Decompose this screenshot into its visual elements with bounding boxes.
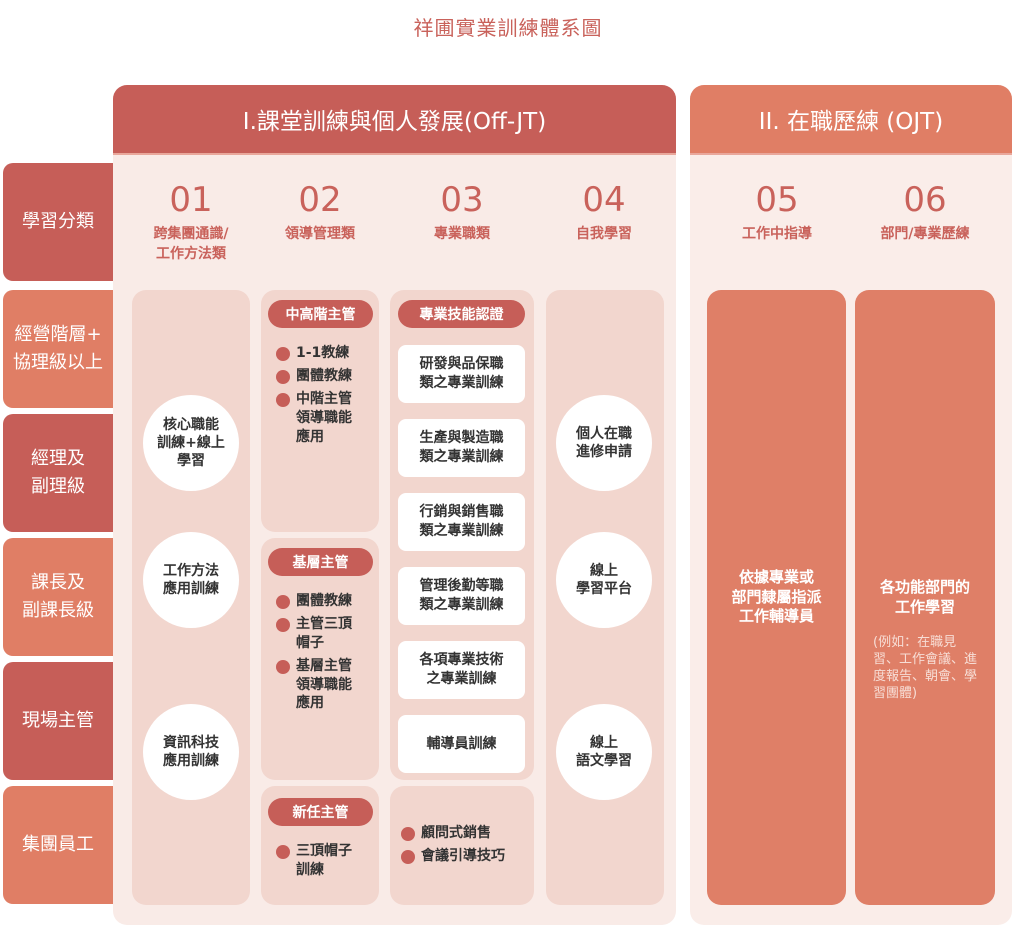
col2-list-item: 團體教練: [274, 367, 374, 386]
column-label: 跨集團通識/ 工作方法類: [153, 226, 229, 262]
col2-list-item: 主管三頂 帽子: [274, 615, 374, 653]
col2-pill: 新任主管: [268, 798, 373, 826]
col1-circle: 核心職能 訓練+線上 學習: [143, 395, 239, 491]
col4-circle: 線上 語文學習: [556, 704, 652, 800]
column-number: 03: [440, 180, 484, 220]
column-number: 06: [903, 180, 947, 220]
column-label: 部門/專業歷練: [880, 226, 970, 242]
col3-training-box: 研發與品保職 類之專業訓練: [398, 345, 525, 403]
offjt-header: I.課堂訓練與個人發展(Off-JT): [113, 85, 676, 155]
col3-training-box: 生產與製造職 類之專業訓練: [398, 419, 525, 477]
col2-list-item: 基層主管 領導職能 應用: [274, 657, 374, 714]
col4-circle: 個人在職 進修申請: [556, 395, 652, 491]
col2-list-item: 三頂帽子 訓練: [274, 842, 374, 880]
col5-text: 依據專業或 部門隸屬指派 工作輔導員: [731, 568, 822, 625]
col3-training-box: 各項專業技術 之專業訓練: [398, 641, 525, 699]
col2-list-item: 中階主管 領導職能 應用: [274, 390, 374, 447]
row-label: 學習分類: [3, 163, 113, 281]
col6-main: 各功能部門的 工作學習: [879, 578, 970, 616]
column-label: 領導管理類: [285, 226, 355, 242]
col3-training-box: 行銷與銷售職 類之專業訓練: [398, 493, 525, 551]
col3-training-box: 輔導員訓練: [398, 715, 525, 773]
column-header: 03 專業職類: [392, 183, 532, 245]
column-header: 04 自我學習: [534, 183, 674, 245]
col3-pill: 專業技能認證: [398, 300, 525, 328]
col2-list: 三頂帽子 訓練: [274, 842, 374, 884]
column-number: 05: [755, 180, 799, 220]
col2-junior-card: [261, 538, 379, 780]
col2-list: 1-1教練團體教練中階主管 領導職能 應用: [274, 344, 374, 450]
row-label: 課長及 副課長級: [3, 538, 113, 656]
col5-card: 依據專業或 部門隸屬指派 工作輔導員: [707, 290, 846, 905]
col3-list: 顧問式銷售會議引導技巧: [399, 824, 529, 870]
column-number: 02: [298, 180, 342, 220]
column-label: 工作中指導: [742, 226, 812, 242]
column-header: 02 領導管理類: [250, 183, 390, 245]
col3-general-card: [390, 786, 534, 905]
col6-card: 各功能部門的 工作學習 (例如：在職見習、工作會議、進度報告、朝會、學習團體): [855, 290, 995, 905]
col1-circle: 資訊科技 應用訓練: [143, 704, 239, 800]
column-header: 05 工作中指導: [707, 183, 847, 245]
col1-circle: 工作方法 應用訓練: [143, 532, 239, 628]
column-header: 01 跨集團通識/ 工作方法類: [121, 183, 261, 264]
diagram-title: 祥圃實業訓練體系圖: [413, 16, 603, 40]
col2-senior-card: [261, 290, 379, 532]
col2-list-item: 1-1教練: [274, 344, 374, 363]
col3-training-box: 管理後勤等職 類之專業訓練: [398, 567, 525, 625]
row-label: 經營階層+ 協理級以上: [3, 290, 113, 408]
column-header: 06 部門/專業歷練: [855, 183, 995, 245]
row-label: 經理及 副理級: [3, 414, 113, 532]
column-number: 01: [169, 180, 213, 220]
row-label: 集團員工: [3, 786, 113, 904]
col3-list-item: 顧問式銷售: [399, 824, 529, 843]
ojt-header: II. 在職歷練 (OJT): [690, 85, 1012, 155]
col2-list: 團體教練主管三頂 帽子基層主管 領導職能 應用: [274, 592, 374, 717]
column-label: 專業職類: [434, 226, 490, 242]
col3-list-item: 會議引導技巧: [399, 847, 529, 866]
row-label: 現場主管: [3, 662, 113, 780]
col2-pill: 基層主管: [268, 548, 373, 576]
col4-circle: 線上 學習平台: [556, 532, 652, 628]
column-number: 04: [582, 180, 626, 220]
col2-list-item: 團體教練: [274, 592, 374, 611]
column-label: 自我學習: [576, 226, 632, 242]
col6-sub: (例如：在職見習、工作會議、進度報告、朝會、學習團體): [873, 635, 978, 701]
col2-pill: 中高階主管: [268, 300, 373, 328]
